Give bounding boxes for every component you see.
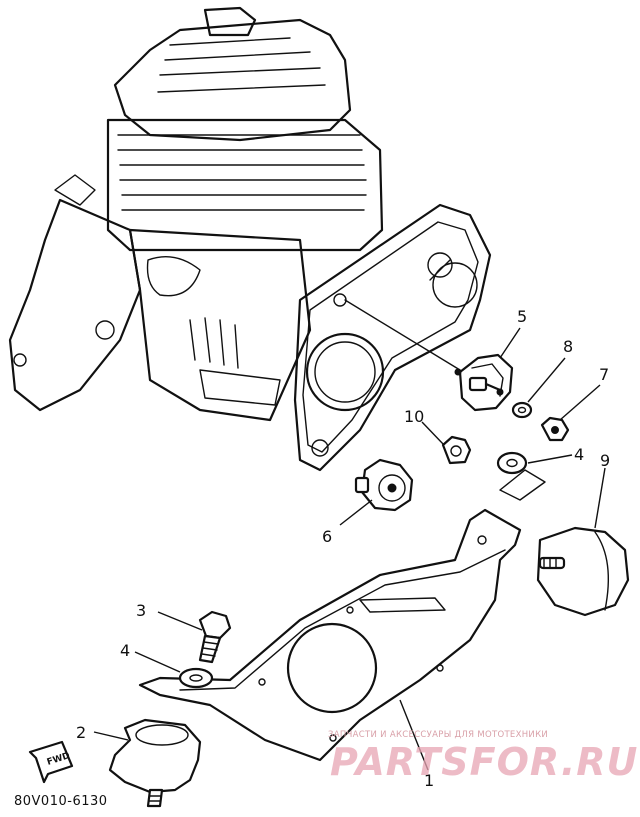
callouts: 5 8 7 10 4 9 6 3 4 2 1 [76, 307, 610, 790]
nut-part-7 [540, 416, 570, 442]
callout-6: 6 [322, 527, 332, 546]
callout-1: 1 [424, 771, 434, 790]
engine-bracket-part-1 [138, 508, 522, 762]
callout-5: 5 [517, 307, 527, 326]
collar-nut-part-10 [441, 435, 472, 465]
watermark-tagline: ЗАПЧАСТИ И АКСЕССУАРЫ ДЛЯ МОТОТЕХНИКИ [328, 730, 548, 740]
callout-4-upper: 4 [574, 445, 584, 464]
callout-9: 9 [600, 451, 610, 470]
watermark-logo: PARTSFOR.RU [330, 740, 638, 784]
callout-10: 10 [404, 407, 424, 426]
washer-part-4-lower [178, 667, 214, 689]
engine-mount-rubber-part-9 [536, 526, 630, 617]
callout-7: 7 [599, 365, 609, 384]
washer-part-4-upper [496, 451, 546, 501]
rubber-bushing-part-6 [354, 458, 414, 512]
forward-direction-arrow: FWD [28, 740, 74, 784]
callout-4-lower: 4 [120, 641, 130, 660]
washer-part-8 [511, 401, 533, 419]
watermark: ЗАПЧАСТИ И АКСЕССУАРЫ ДЛЯ МОТОТЕХНИКИ PA… [328, 730, 638, 784]
callout-3: 3 [136, 601, 146, 620]
callout-2: 2 [76, 723, 86, 742]
engine-block [8, 6, 492, 472]
damper-sprocket-part-5 [454, 353, 514, 412]
engine-mount-rubber-part-2 [108, 718, 202, 808]
bolt-part-3 [198, 610, 232, 664]
leader-lines [93, 327, 606, 771]
callout-8: 8 [563, 337, 573, 356]
diagram-code: 80V010-6130 [14, 794, 108, 809]
